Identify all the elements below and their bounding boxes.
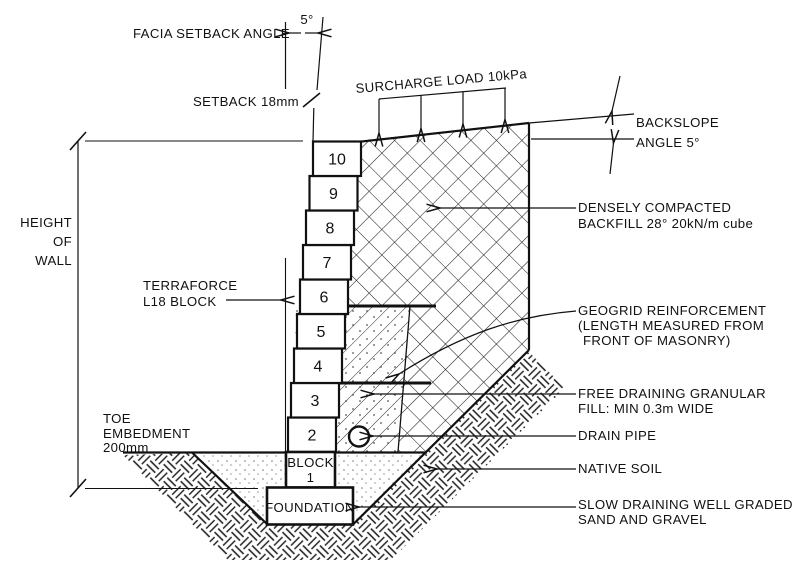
granular-fill-right-edge bbox=[397, 305, 411, 453]
native-soil-label: NATIVE SOIL bbox=[578, 461, 662, 476]
backfill-label-line1: DENSELY COMPACTED bbox=[578, 200, 731, 215]
block-10-number: 10 bbox=[328, 152, 346, 169]
callout-slow-draining: SLOW DRAINING WELL GRADED SAND AND GRAVE… bbox=[359, 497, 793, 527]
block-7-number: 7 bbox=[323, 255, 332, 272]
block-1 bbox=[284, 450, 337, 489]
surcharge-header-line bbox=[378, 87, 507, 100]
toe-label-line3: 200mm bbox=[103, 440, 149, 455]
block-4-number: 4 bbox=[314, 359, 323, 376]
height-tick-bottom bbox=[69, 478, 87, 498]
geogrid-label-line3: FRONT OF MASONRY) bbox=[583, 333, 731, 348]
block-3 bbox=[289, 381, 341, 419]
block-5-number: 5 bbox=[317, 324, 326, 341]
slow-draining-label-line1: SLOW DRAINING WELL GRADED bbox=[578, 497, 793, 512]
foundation-label: FOUNDATION bbox=[265, 500, 355, 515]
terraforce-annotation: TERRAFORCE L18 BLOCK bbox=[143, 278, 281, 309]
height-of-wall-dimension: HEIGHT OF WALL bbox=[20, 131, 303, 498]
setback-tick bbox=[302, 92, 321, 108]
block-9-number: 9 bbox=[329, 186, 338, 203]
facia-angle-value: 5° bbox=[300, 12, 313, 27]
drain-pipe-circle bbox=[347, 425, 371, 448]
block-3-number: 3 bbox=[311, 393, 320, 410]
height-tick-top bbox=[69, 131, 87, 151]
native-soil-hatch-band bbox=[123, 351, 565, 560]
block-1-label-line2: 1 bbox=[307, 470, 315, 485]
backslope-ref-sloped bbox=[528, 113, 635, 124]
geogrid-label-line1: GEOGRID REINFORCEMENT bbox=[578, 303, 766, 318]
block-6-number: 6 bbox=[320, 290, 329, 307]
surcharge-annotation: SURCHARGE LOAD 10kPa bbox=[355, 66, 528, 133]
toe-label-line2: EMBEDMENT bbox=[103, 426, 190, 441]
geogrid-label-line2: (LENGTH MEASURED FROM bbox=[578, 318, 764, 333]
free-draining-label-line2: FILL: MIN 0.3m WIDE bbox=[578, 401, 714, 416]
excavation-cut-line bbox=[352, 349, 530, 525]
facia-setback-annotation: FACIA SETBACK ANGLE 5° SETBACK 18mm bbox=[133, 12, 323, 452]
callout-native-soil: NATIVE SOIL bbox=[437, 461, 662, 476]
terraforce-label-line2: L18 BLOCK bbox=[143, 294, 217, 309]
backslope-arrow-up bbox=[609, 143, 614, 175]
height-label-line1: HEIGHT bbox=[20, 215, 72, 230]
callout-free-draining: FREE DRAINING GRANULAR FILL: MIN 0.3m WI… bbox=[374, 386, 766, 416]
callout-geogrid: GEOGRID REINFORCEMENT (LENGTH MEASURED F… bbox=[399, 303, 766, 374]
drain-pipe-label: DRAIN PIPE bbox=[578, 428, 656, 443]
height-label-line2: OF bbox=[53, 234, 72, 249]
backfill-label-line2: BACKFILL 28° 20kN/m cube bbox=[578, 216, 753, 231]
backslope-label-line2: ANGLE 5° bbox=[636, 135, 700, 150]
facia-line-to-wall bbox=[312, 107, 315, 143]
block-4 bbox=[292, 347, 344, 385]
backfill-crosshatch bbox=[344, 123, 529, 452]
backslope-annotation: BACKSLOPE ANGLE 5° bbox=[528, 75, 719, 175]
toe-embedment-annotation: TOE EMBEDMENT 200mm bbox=[103, 411, 190, 455]
block-number-labels: 2 3 4 5 6 7 8 9 10 BLOCK 1 FOUNDATION bbox=[265, 152, 355, 516]
setback-label: SETBACK 18mm bbox=[193, 94, 299, 109]
backslope-label-line1: BACKSLOPE bbox=[636, 115, 719, 130]
foundation-block bbox=[265, 486, 355, 526]
surcharge-label: SURCHARGE LOAD 10kPa bbox=[355, 66, 528, 96]
free-draining-label-line1: FREE DRAINING GRANULAR bbox=[578, 386, 766, 401]
block-6 bbox=[298, 278, 350, 316]
backslope-arrow-down bbox=[612, 75, 621, 111]
callout-backfill: DENSELY COMPACTED BACKFILL 28° 20kN/m cu… bbox=[440, 200, 753, 231]
block-9 bbox=[308, 174, 359, 212]
block-2-number: 2 bbox=[308, 428, 317, 445]
facia-tilted-line bbox=[316, 16, 324, 91]
block-8-number: 8 bbox=[326, 221, 335, 238]
block-1-label-line1: BLOCK bbox=[287, 455, 333, 470]
callout-drain-pipe: DRAIN PIPE bbox=[373, 428, 656, 443]
block-8 bbox=[304, 209, 356, 247]
toe-label-line1: TOE bbox=[103, 411, 131, 426]
block-10 bbox=[311, 140, 363, 178]
wall-blocks bbox=[265, 140, 363, 526]
facia-setback-angle-label: FACIA SETBACK ANGLE bbox=[133, 26, 290, 41]
slow-draining-label-line2: SAND AND GRAVEL bbox=[578, 512, 707, 527]
terraforce-label-line1: TERRAFORCE bbox=[143, 278, 237, 293]
geogrid-leader bbox=[399, 310, 577, 374]
height-label-line3: WALL bbox=[35, 253, 72, 268]
